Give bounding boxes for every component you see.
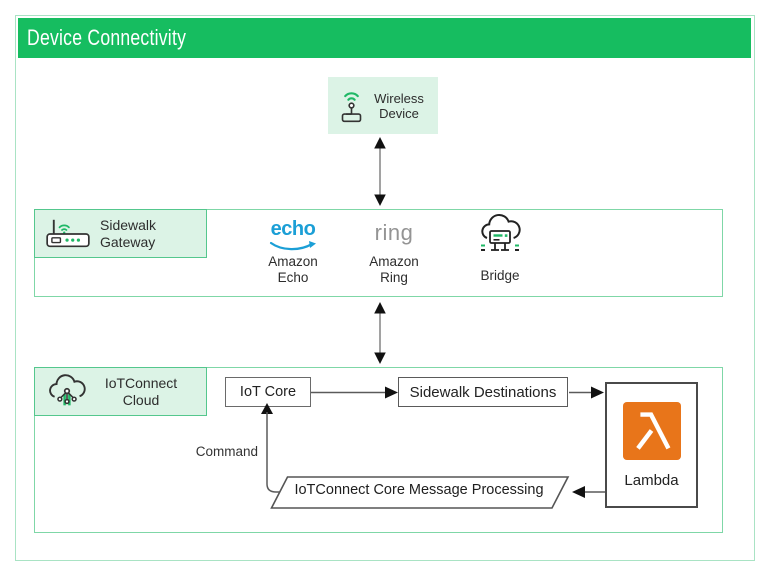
page-title: Device Connectivity <box>27 25 187 50</box>
message-processing-label: IoTConnect Core Message Processing <box>294 482 544 498</box>
iotconnect-cloud-icon <box>44 372 90 412</box>
iotconnect-cloud-label: IoTConnect Cloud <box>104 374 178 408</box>
bridge-label: Bridge <box>480 268 520 283</box>
command-label: Command <box>195 444 258 459</box>
iotconnect-cloud-labelbox: IoTConnect Cloud <box>34 367 207 416</box>
double-arrow-gateway-cloud-icon <box>371 302 389 364</box>
lambda-node: Lambda <box>605 382 698 508</box>
iot-core-label: IoT Core <box>239 384 297 400</box>
wireless-device-icon <box>338 86 365 126</box>
amazon-echo-logo: echo <box>262 219 324 257</box>
sidewalk-gateway-icon <box>44 216 92 252</box>
wireless-device-label: Wireless Device <box>374 90 424 121</box>
message-processing-node <box>268 475 572 511</box>
command-elbow-arrow-icon <box>258 403 298 498</box>
arrow-iotcore-destinations-icon <box>311 385 399 400</box>
arrow-lambda-processing-icon <box>571 485 605 499</box>
sidewalk-gateway-labelbox: Sidewalk Gateway <box>34 209 207 258</box>
bridge-icon <box>476 211 524 265</box>
echo-smile-icon <box>268 241 318 252</box>
amazon-ring-logo: ring <box>374 220 414 245</box>
double-arrow-device-gateway-icon <box>371 137 389 206</box>
lambda-icon <box>623 402 681 460</box>
sidewalk-gateway-label: Sidewalk Gateway <box>100 216 157 250</box>
wireless-device-node: Wireless Device <box>328 77 438 134</box>
lambda-label: Lambda <box>624 472 679 489</box>
iot-core-node: IoT Core <box>225 377 311 407</box>
title-bar: Device Connectivity <box>18 18 751 58</box>
sidewalk-destinations-label: Sidewalk Destinations <box>409 383 557 401</box>
arrow-destinations-lambda-icon <box>569 385 605 400</box>
amazon-ring-label: Amazon Ring <box>369 254 419 285</box>
amazon-echo-label: Amazon Echo <box>268 254 318 285</box>
sidewalk-destinations-node: Sidewalk Destinations <box>398 377 568 407</box>
